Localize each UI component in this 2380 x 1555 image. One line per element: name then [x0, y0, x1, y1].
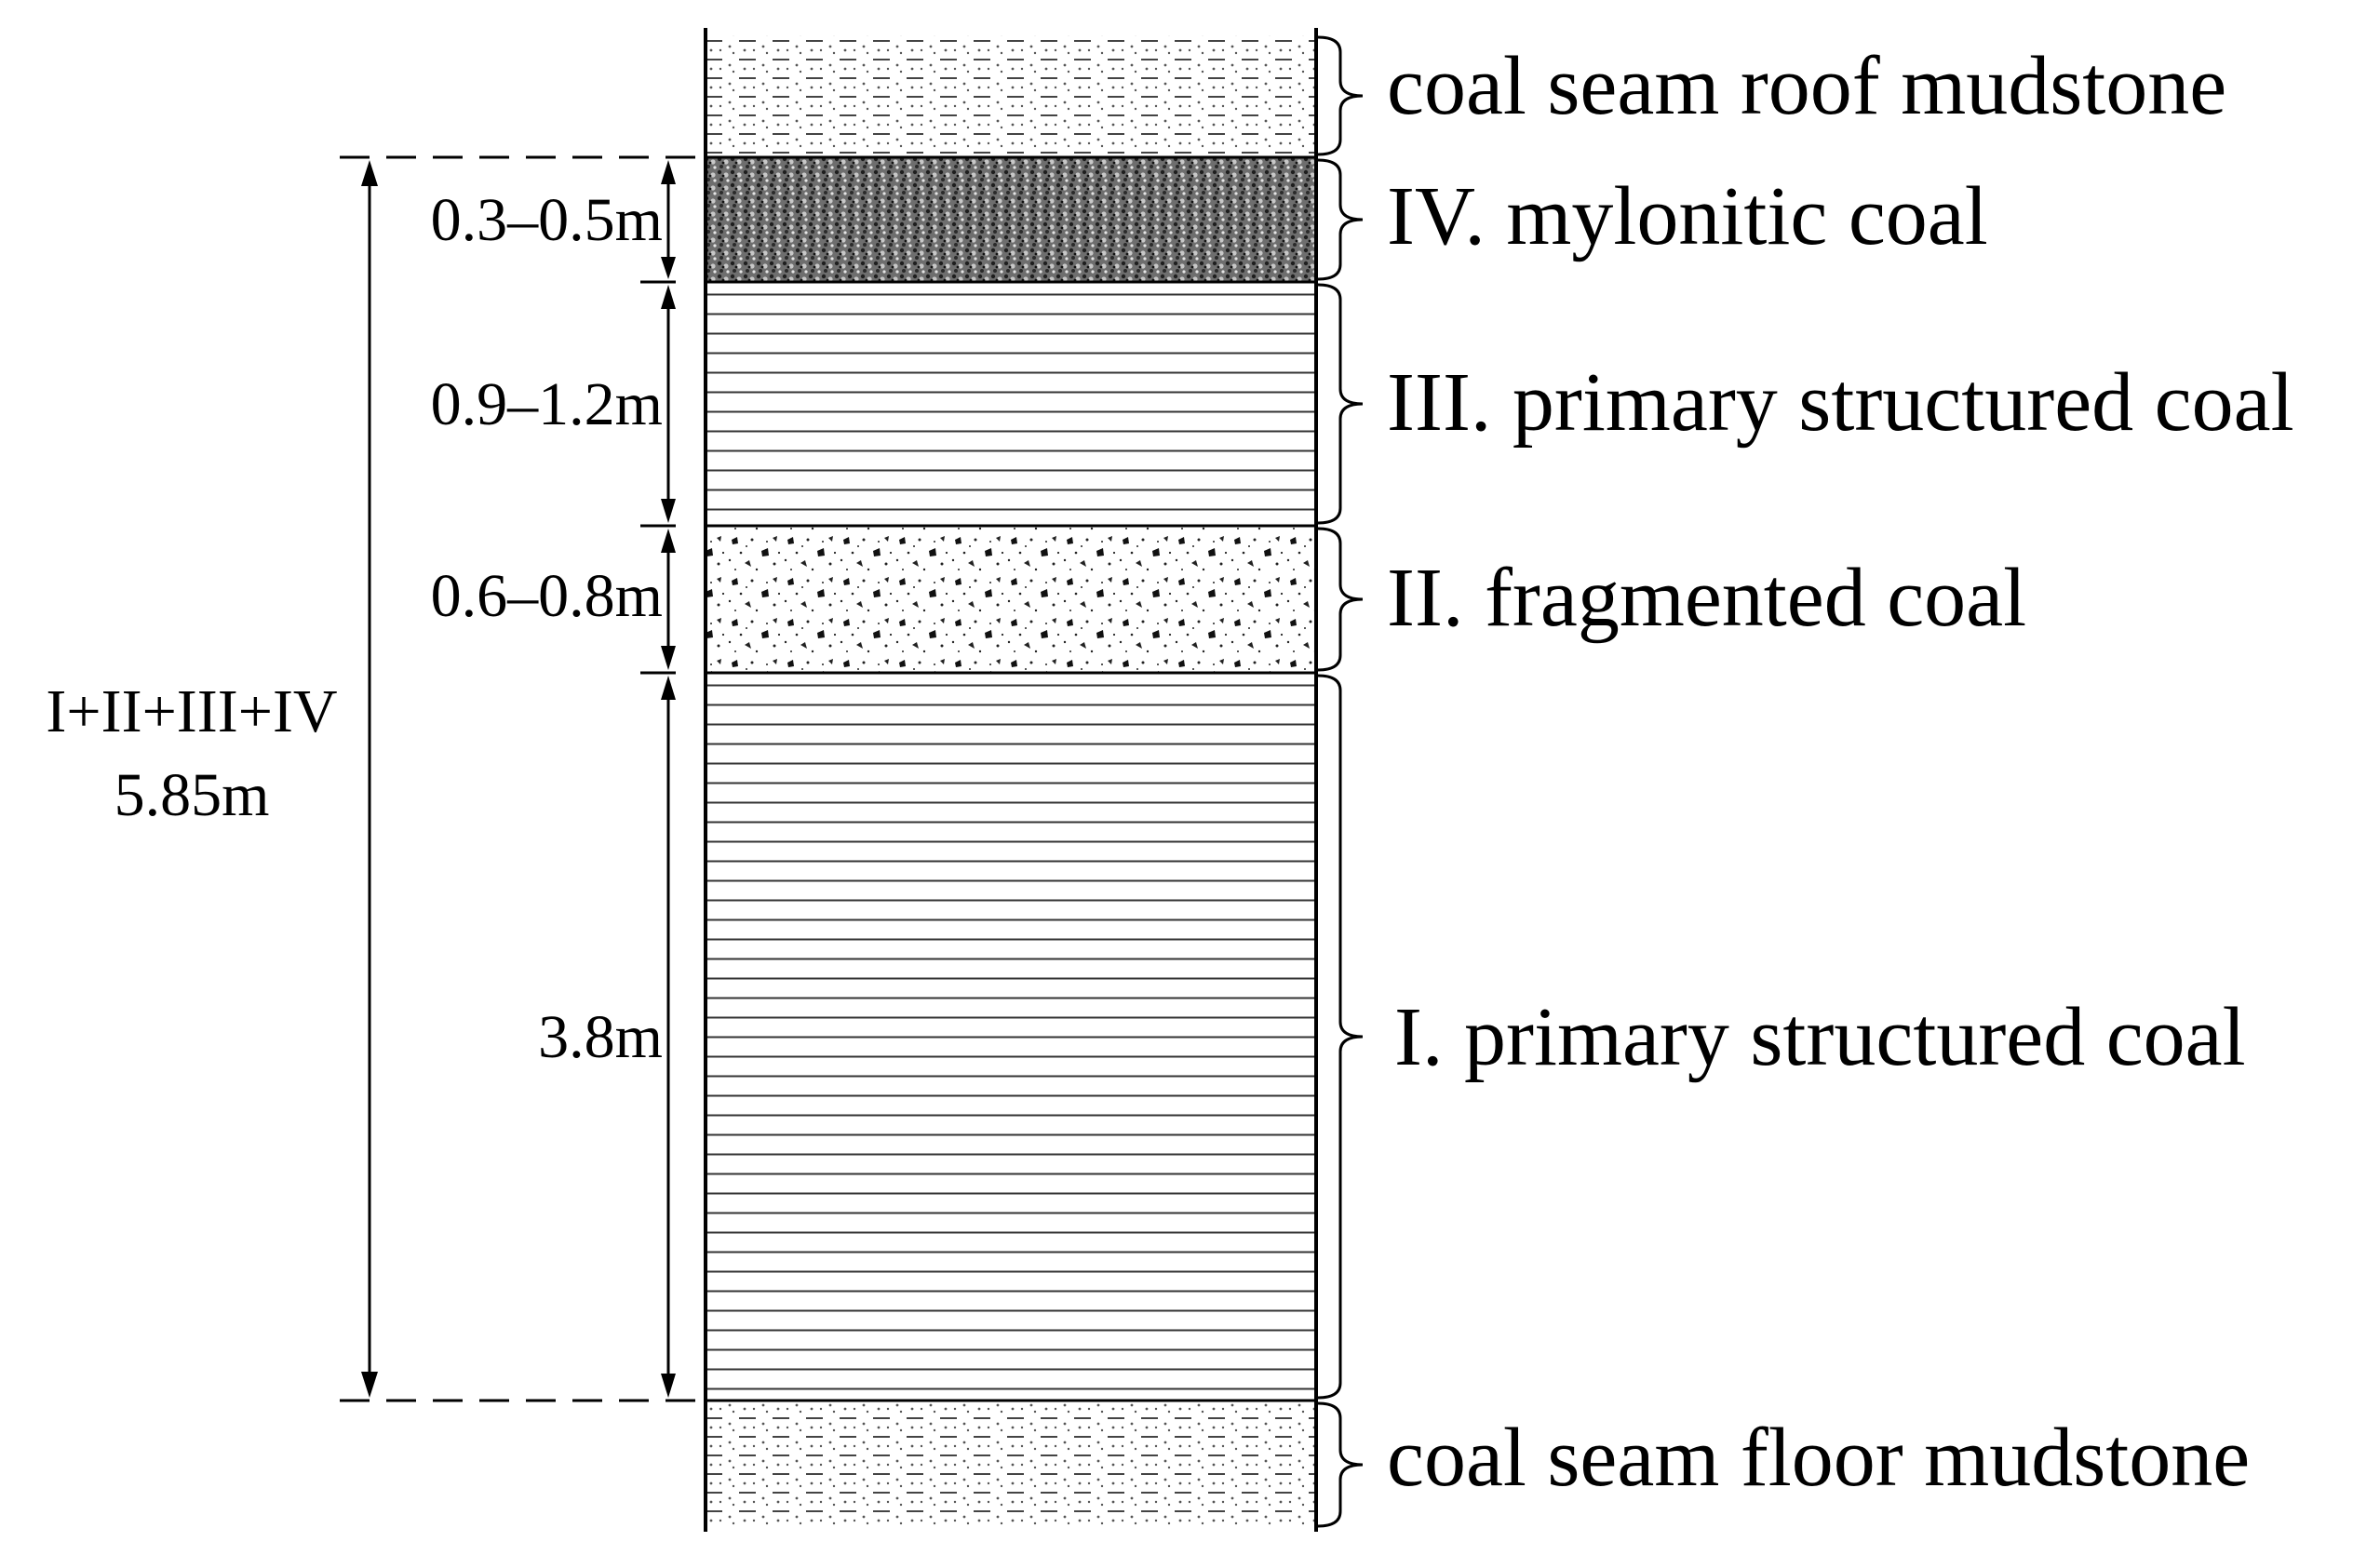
- total-thickness-arrow: [361, 160, 378, 1398]
- layer-iii-label: III. primary structured coal: [1387, 356, 2294, 449]
- layer-iv-mylonitic: [707, 158, 1314, 281]
- layer-iii-thickness: 0.9–1.2m: [431, 370, 663, 438]
- layer-ii-fragmented: [707, 527, 1314, 672]
- layer-i-primary: [707, 674, 1314, 1400]
- brace-i: [1317, 674, 1364, 1400]
- layer-iv-label: IV. mylonitic coal: [1387, 170, 1988, 262]
- dimension-arrows: [361, 160, 676, 1398]
- total-value: 5.85m: [114, 761, 270, 829]
- brace-iv: [1317, 158, 1364, 281]
- layer-i-thickness: 3.8m: [538, 1003, 663, 1071]
- layer-i-arrow: [661, 676, 676, 1398]
- stratigraphic-column: [704, 28, 1318, 1532]
- layer-braces: [1317, 35, 1364, 1528]
- brace-iii: [1317, 283, 1364, 525]
- total-label: I+II+III+IV: [46, 677, 337, 745]
- dimension-ticks: [640, 280, 676, 675]
- layer-floor-mudstone: [707, 1401, 1314, 1526]
- layer-iii-primary: [707, 283, 1314, 525]
- layer-iii-arrow: [661, 285, 676, 523]
- layer-ii-thickness: 0.6–0.8m: [431, 562, 663, 630]
- brace-floor: [1317, 1401, 1364, 1528]
- layer-floor-label: coal seam floor mudstone: [1387, 1412, 2250, 1504]
- layer-ii-label: II. fragmented coal: [1387, 552, 2026, 644]
- brace-ii: [1317, 527, 1364, 672]
- layer-ii-arrow: [661, 529, 676, 670]
- layer-iv-arrow: [661, 160, 676, 279]
- brace-roof: [1317, 35, 1364, 156]
- layer-iv-thickness: 0.3–0.5m: [431, 186, 663, 254]
- layer-roof-mudstone: [707, 35, 1314, 156]
- layer-roof-label: coal seam roof mudstone: [1387, 40, 2226, 132]
- layer-i-label: I. primary structured coal: [1394, 991, 2246, 1083]
